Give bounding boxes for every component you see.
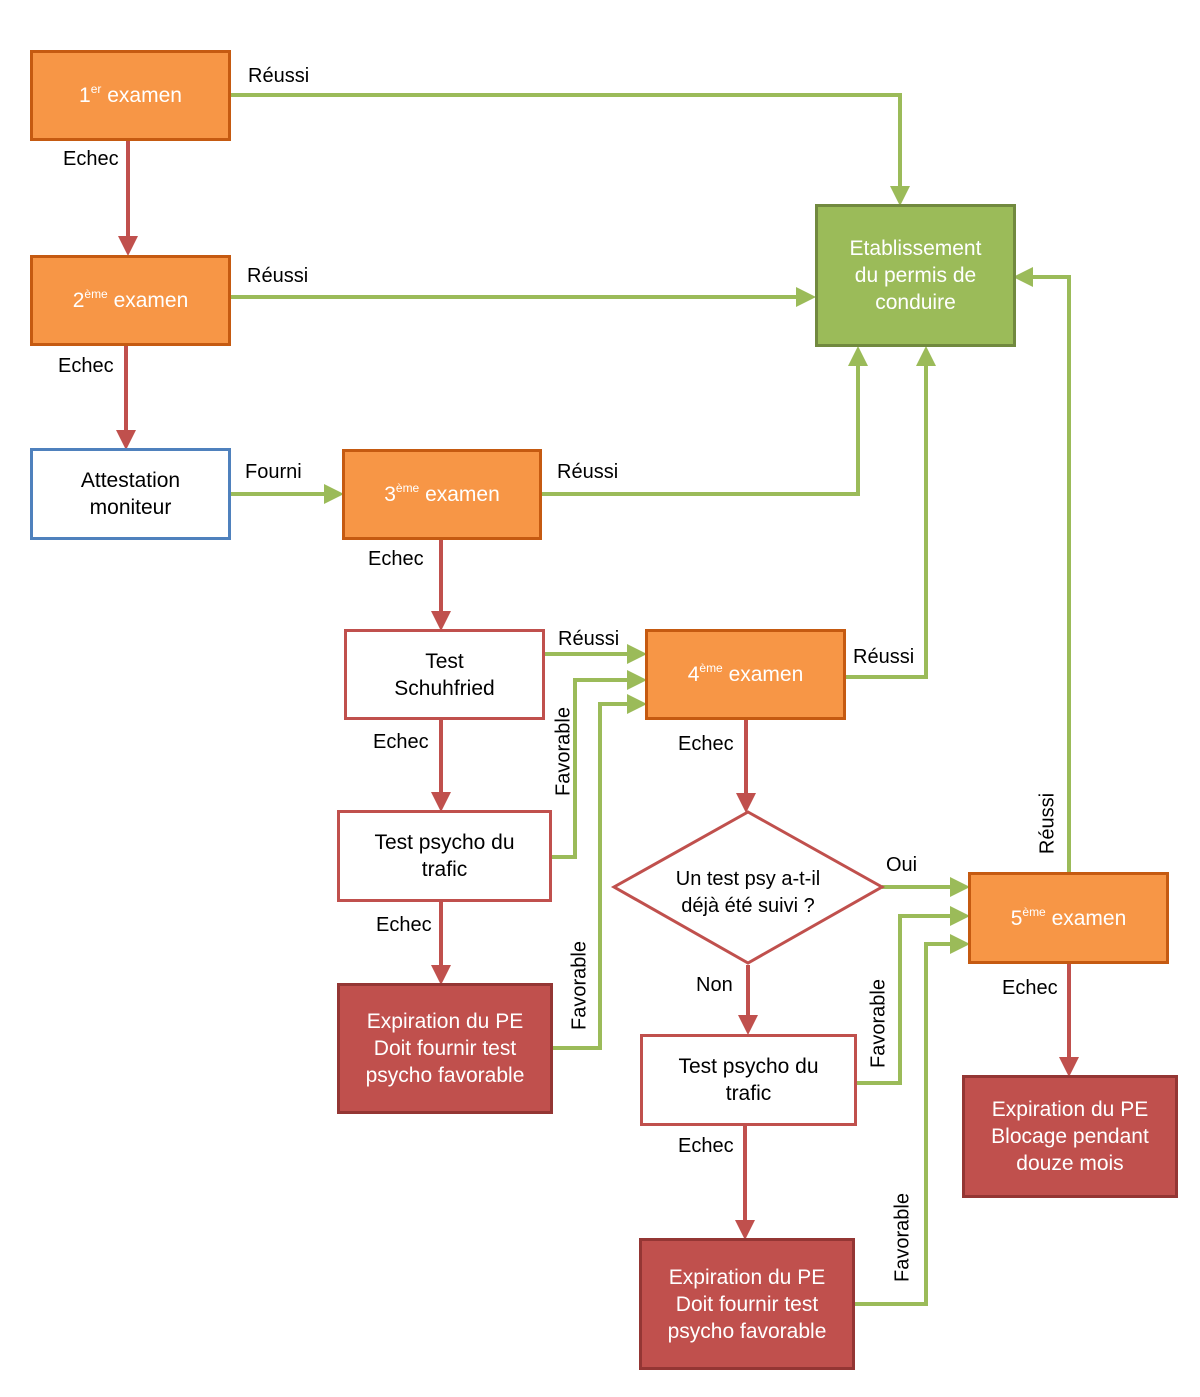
label-reussi-3: Réussi bbox=[557, 461, 619, 483]
arrow-expiry1-to-exam4 bbox=[552, 694, 647, 1050]
expiry-2-box: Expiration du PE Doit fournir test psych… bbox=[639, 1238, 855, 1370]
arrow-exam4-to-license bbox=[845, 346, 936, 679]
label-reussi-4: Réussi bbox=[853, 646, 915, 668]
arrow-psycho1-to-exam4 bbox=[551, 670, 647, 859]
label-echec-3: Echec bbox=[368, 548, 424, 570]
schuhfried-box: Test Schuhfried bbox=[344, 629, 545, 720]
label-oui: Oui bbox=[886, 854, 918, 876]
expiry-3-box: Expiration du PE Blocage pendant douze m… bbox=[962, 1075, 1178, 1198]
label-reussi-2: Réussi bbox=[247, 265, 309, 287]
label-echec-psycho1: Echec bbox=[376, 914, 432, 936]
label-non: Non bbox=[696, 974, 733, 996]
decision-diamond bbox=[610, 810, 886, 965]
label-reussi-5: Réussi bbox=[1036, 792, 1059, 855]
attestation-box: Attestation moniteur bbox=[30, 448, 231, 540]
exam-1-box: 1er examen bbox=[30, 50, 231, 141]
decision-question: Un test psy a-t-il déjà été suivi ? bbox=[675, 868, 821, 917]
label-echec-4: Echec bbox=[678, 733, 734, 755]
exam-4-box: 4ème examen bbox=[645, 629, 846, 720]
arrow-exam1-to-license bbox=[230, 93, 910, 206]
label-favorable-4: Favorable bbox=[891, 1193, 914, 1282]
exam-2-box: 2ème examen bbox=[30, 255, 231, 346]
label-favorable-2: Favorable bbox=[568, 941, 591, 1030]
psycho-test-2-box: Test psycho du trafic bbox=[640, 1034, 857, 1126]
arrow-psycho2-to-exam5 bbox=[856, 906, 970, 1085]
label-echec-2: Echec bbox=[58, 355, 114, 377]
label-favorable-3: Favorable bbox=[867, 979, 890, 1068]
label-echec-schuhfried: Echec bbox=[373, 731, 429, 753]
arrow-exam5-to-license bbox=[1013, 267, 1071, 872]
label-echec-5: Echec bbox=[1002, 977, 1058, 999]
arrow-expiry2-to-exam5 bbox=[855, 934, 970, 1306]
label-echec-psycho2: Echec bbox=[678, 1135, 734, 1157]
label-reussi-schuhfried: Réussi bbox=[558, 628, 620, 650]
label-reussi-1: Réussi bbox=[248, 65, 310, 87]
expiry-1-box: Expiration du PE Doit fournir test psych… bbox=[337, 983, 553, 1114]
arrow-exam3-to-license bbox=[541, 346, 868, 496]
label-fourni: Fourni bbox=[245, 461, 302, 483]
exam-3-box: 3ème examen bbox=[342, 449, 542, 540]
label-echec-1: Echec bbox=[63, 148, 119, 170]
license-box: Etablissement du permis de conduire bbox=[815, 204, 1016, 347]
label-favorable-1: Favorable bbox=[552, 707, 575, 796]
psycho-test-1-box: Test psycho du trafic bbox=[337, 810, 552, 902]
exam-5-box: 5ème examen bbox=[968, 872, 1169, 964]
